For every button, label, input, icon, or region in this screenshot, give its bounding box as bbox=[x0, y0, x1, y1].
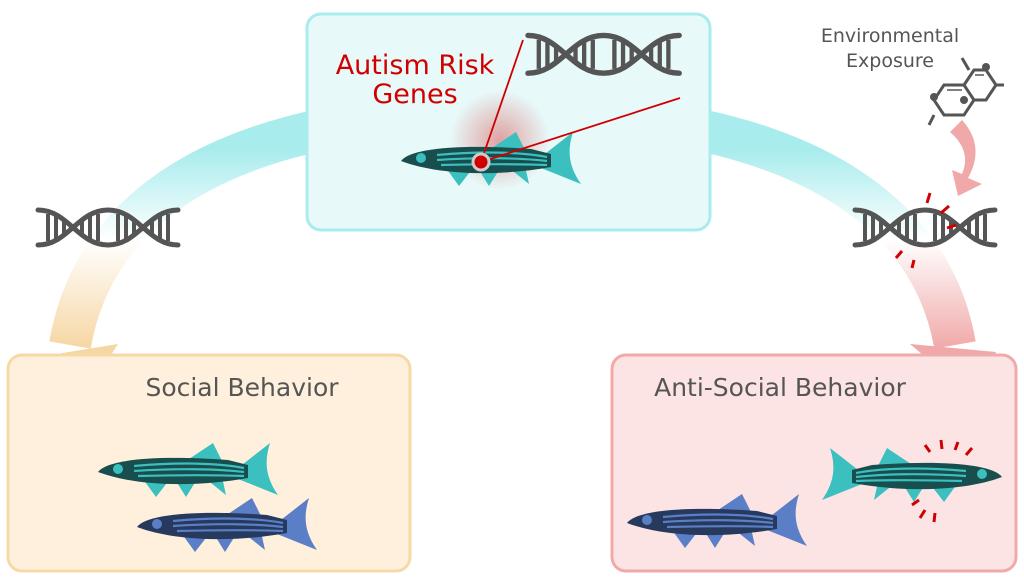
right-arc-arrow bbox=[695, 109, 976, 349]
molecule-icon bbox=[927, 57, 1004, 126]
anti-social-behavior-title: Anti-Social Behavior bbox=[654, 373, 907, 402]
autism-label-line2: Genes bbox=[372, 79, 457, 110]
gene-marker-icon bbox=[471, 152, 491, 172]
autism-label-line1: Autism Risk bbox=[336, 50, 495, 81]
environment-label-line2: Exposure bbox=[846, 50, 934, 72]
social-behavior-title: Social Behavior bbox=[145, 373, 339, 402]
left-arc-arrow bbox=[49, 109, 325, 349]
exposure-arrow bbox=[950, 120, 982, 196]
damage-marks-icon bbox=[894, 192, 957, 269]
environment-label-line1: Environmental bbox=[821, 25, 959, 47]
agitation-marks-icon bbox=[911, 439, 974, 523]
